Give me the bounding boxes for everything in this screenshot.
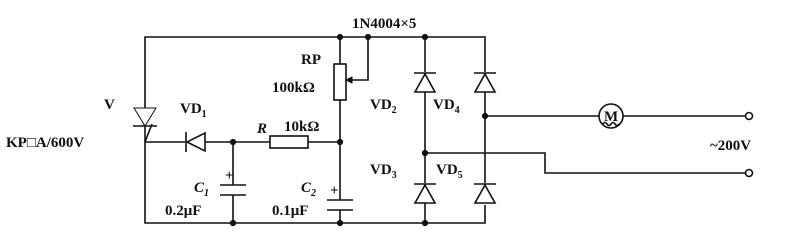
vd2-main: VD	[370, 97, 392, 113]
vd3-main: VD	[370, 162, 392, 178]
c2-main: C	[301, 180, 312, 196]
motor-symbol-label: M	[604, 109, 618, 125]
motor	[598, 103, 624, 129]
c1-label: C1	[194, 180, 209, 199]
c1-value-label: 0.2μF	[165, 203, 201, 219]
diode-vd1	[185, 131, 206, 153]
thyristor-part-label: KP□A/600V	[6, 135, 84, 151]
top-rail-wire	[144, 36, 486, 100]
r-name-label: R	[256, 121, 267, 137]
potentiometer-rp	[333, 63, 353, 101]
capacitor-c2	[327, 199, 353, 211]
junction-wiper	[364, 33, 372, 41]
vd4-sub: 4	[455, 105, 460, 116]
thyristor-gate-lead	[144, 123, 153, 143]
c1-main: C	[194, 180, 205, 196]
junction-c1-bottom	[229, 219, 237, 227]
capacitor-c1	[220, 184, 246, 196]
junction-supply	[421, 149, 429, 157]
c1-plus: +	[225, 168, 234, 184]
vd1-main: VD	[180, 101, 202, 117]
junction-rp-top	[336, 33, 344, 41]
diode-vd2	[413, 72, 437, 93]
c2-plus: +	[330, 183, 339, 199]
c2-value-label: 0.1μF	[272, 203, 308, 219]
vd3-label: VD3	[370, 162, 397, 181]
supply-voltage-label: ~200V	[710, 138, 751, 154]
supply-lower-wire	[425, 152, 745, 174]
diode-vd3	[413, 183, 437, 204]
thyristor-name-label: V	[104, 97, 115, 113]
junction-bridge-bottom	[421, 219, 429, 227]
supply-terminal-bottom	[744, 168, 754, 178]
junction-bridge-top	[421, 33, 429, 41]
c2-label: C2	[301, 180, 316, 199]
vd1-sub: 1	[202, 109, 207, 120]
junctions	[229, 33, 489, 227]
wires	[144, 36, 745, 224]
vd4-label: VD4	[433, 97, 460, 116]
junction-c2	[336, 138, 344, 146]
resistor-r	[269, 135, 309, 149]
vd5-sub: 5	[458, 170, 463, 181]
vd1-label: VD1	[180, 101, 207, 120]
bridge-diode-label: 1N4004×5	[352, 16, 416, 32]
rp-value-label: 100kΩ	[272, 80, 315, 96]
junction-motor	[481, 112, 489, 120]
vd2-sub: 2	[392, 105, 397, 116]
rp-name-label: RP	[301, 52, 321, 68]
bottom-rail-wire	[144, 138, 486, 224]
vd5-main: VD	[436, 162, 458, 178]
vd3-sub: 3	[392, 170, 397, 181]
c2-sub: 2	[310, 188, 316, 199]
vd2-label: VD2	[370, 97, 397, 116]
diode-vd5	[473, 183, 497, 204]
rp-wiper-wire	[350, 37, 369, 81]
diode-vd4	[473, 72, 497, 93]
thyristor-v	[133, 107, 157, 127]
vd4-main: VD	[433, 97, 455, 113]
junction-c1	[229, 138, 237, 146]
vd5-label: VD5	[436, 162, 463, 181]
junction-c2-bottom	[336, 219, 344, 227]
c1-sub: 1	[204, 188, 209, 199]
supply-terminal-top	[744, 111, 754, 121]
r-value-label: 10kΩ	[284, 119, 319, 135]
